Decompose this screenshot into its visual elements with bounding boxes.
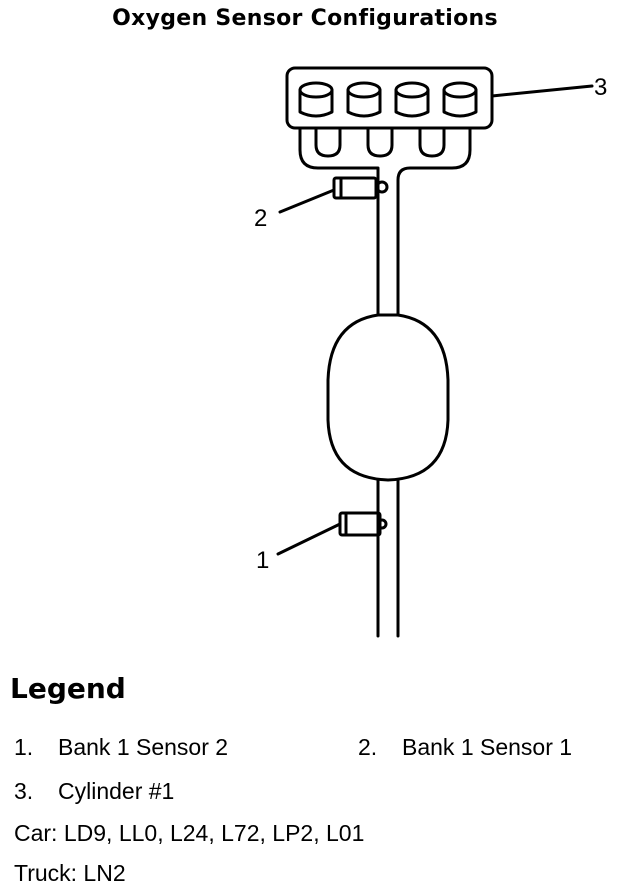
diagram-title: Oxygen Sensor Configurations xyxy=(112,6,498,31)
legend-truck-models: Truck: LN2 xyxy=(14,860,126,886)
oxygen-sensor-upper xyxy=(332,176,389,200)
leader-line-2 xyxy=(278,188,336,214)
legend-item-label: Bank 1 Sensor 2 xyxy=(58,734,229,760)
legend-item-label: Cylinder #1 xyxy=(58,778,175,804)
catalytic-converter xyxy=(326,313,450,482)
legend-item-3: 3. Cylinder #1 xyxy=(14,778,174,805)
legend-item-label: Bank 1 Sensor 1 xyxy=(402,734,573,760)
legend-item-1: 1. Bank 1 Sensor 2 xyxy=(14,734,228,761)
exhaust-manifold-outer-right xyxy=(396,126,472,317)
cylinder-1 xyxy=(298,81,334,118)
callout-1: 1 xyxy=(256,547,269,574)
exhaust-manifold-outer xyxy=(298,126,380,317)
legend-car-models: Car: LD9, LL0, L24, L72, LP2, L01 xyxy=(14,820,365,846)
cylinder-3 xyxy=(394,81,430,118)
exhaust-manifold-inner xyxy=(314,126,342,158)
cylinder-2 xyxy=(346,81,382,118)
legend-item-2: 2. Bank 1 Sensor 1 xyxy=(358,734,572,761)
callout-2: 2 xyxy=(254,205,267,232)
cylinder-4 xyxy=(442,81,478,118)
legend-item-number: 2. xyxy=(358,734,378,760)
oxygen-sensor-lower xyxy=(338,511,388,537)
legend-heading: Legend xyxy=(10,672,126,705)
legend-item-number: 3. xyxy=(14,778,34,804)
legend-item-number: 1. xyxy=(14,734,34,760)
callout-3: 3 xyxy=(594,74,607,101)
engine-block xyxy=(285,66,494,130)
leader-line-3 xyxy=(490,84,594,98)
leader-line-1 xyxy=(276,522,342,556)
